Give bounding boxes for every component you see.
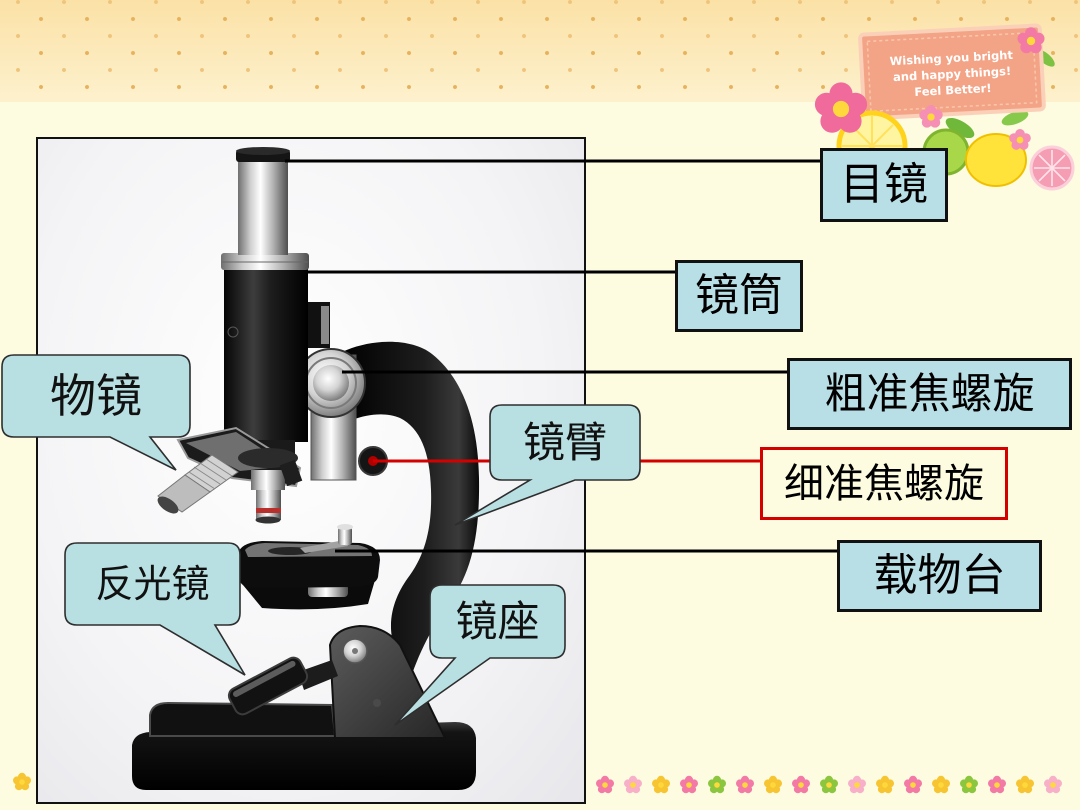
stage-label: 载物台 [837,540,1042,612]
flower-icon [736,775,754,794]
eyepiece-label: 目镜 [820,148,948,222]
flower-icon [792,775,810,794]
objective-callout-text: 物镜 [50,369,142,423]
fine-focus-label: 细准焦螺旋 [760,447,1008,520]
flower-icon [596,775,614,794]
flower-icon [876,775,894,794]
flower-icon [624,775,642,794]
grapefruit-slice-icon [1029,145,1075,191]
flower-icon [764,775,782,794]
microscope-mirror [227,656,338,716]
flower-icon [848,775,866,794]
eyepiece-label-text: 目镜 [840,159,928,210]
flower-icon [708,775,726,794]
flower-icon [932,775,950,794]
flower-icon [652,775,670,794]
flower-icon [820,775,838,794]
flower-icon [680,775,698,794]
flower-icon [13,772,31,791]
microscope-body-tube [221,253,309,454]
pink-flower-icon [919,105,943,128]
pink-flower-icon [1009,128,1031,150]
fine-focus-label-text: 细准焦螺旋 [784,460,984,507]
base-callout-text: 镜座 [455,596,540,646]
arm-callout-text: 镜臂 [522,417,607,467]
coarse-focus-label: 粗准焦螺旋 [787,358,1072,430]
top-pattern-band [0,0,1080,102]
tube-label-text: 镜筒 [695,270,783,321]
flower-icon [988,775,1006,794]
microscope-stage [238,524,380,610]
mirror-callout-text: 反光镜 [95,562,210,606]
coarse-focus-label-text: 粗准焦螺旋 [824,369,1035,418]
flower-icon [1016,775,1034,794]
microscope-eyepiece [236,147,290,255]
stage-label-text: 载物台 [873,550,1006,601]
flower-icon [1044,775,1062,794]
flower-icon [904,775,922,794]
flower-icon [960,775,978,794]
microscope-pillar [328,624,447,739]
microscope-illustration [132,147,480,790]
lemon-icon [965,133,1027,187]
objective-lenses [157,454,303,524]
coarse-focus-knob [296,348,366,418]
tube-label: 镜筒 [675,260,803,332]
fine-focus-knob [358,446,388,476]
